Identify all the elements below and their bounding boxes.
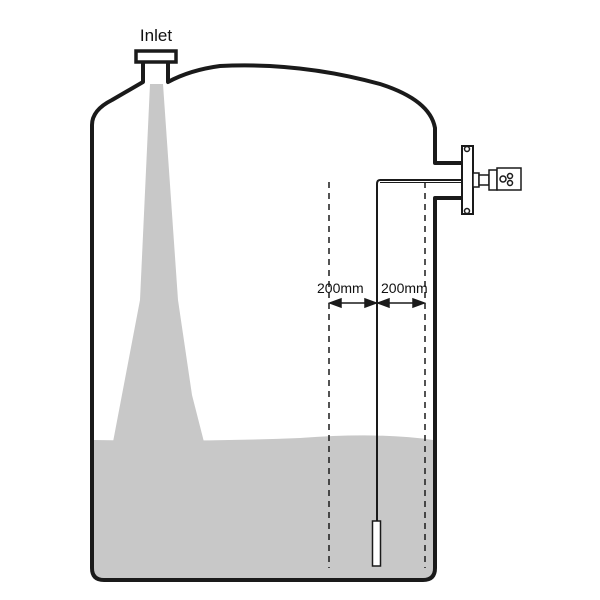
dimension-arrows bbox=[327, 297, 427, 309]
inlet-spray-cone bbox=[113, 84, 204, 442]
tank-wall bbox=[90, 62, 462, 582]
radar-sensor-icon bbox=[472, 167, 522, 191]
inlet-flange bbox=[134, 49, 178, 64]
inlet-label: Inlet bbox=[140, 26, 172, 45]
distance-label-right: 200mm bbox=[381, 280, 428, 296]
distance-label-left: 200mm bbox=[317, 280, 364, 296]
material-fill bbox=[94, 435, 433, 578]
probe bbox=[371, 179, 462, 567]
side-flange bbox=[461, 145, 474, 215]
